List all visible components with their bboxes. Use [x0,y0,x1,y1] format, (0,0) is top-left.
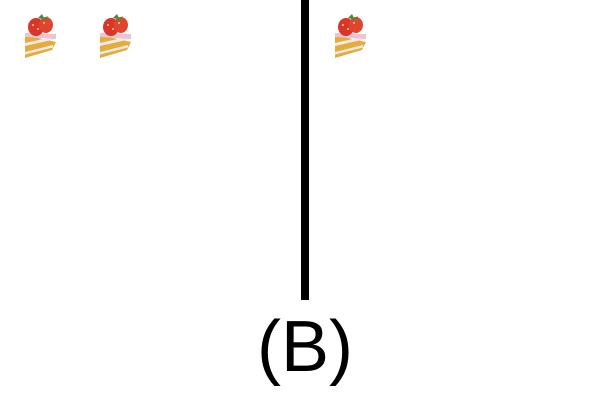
strawberry-shortcake-icon [332,12,368,62]
option-label: (B) [257,307,353,387]
strawberry-shortcake-icon [22,12,58,62]
strawberry-shortcake-icon [97,12,133,62]
divider-line [301,0,309,300]
